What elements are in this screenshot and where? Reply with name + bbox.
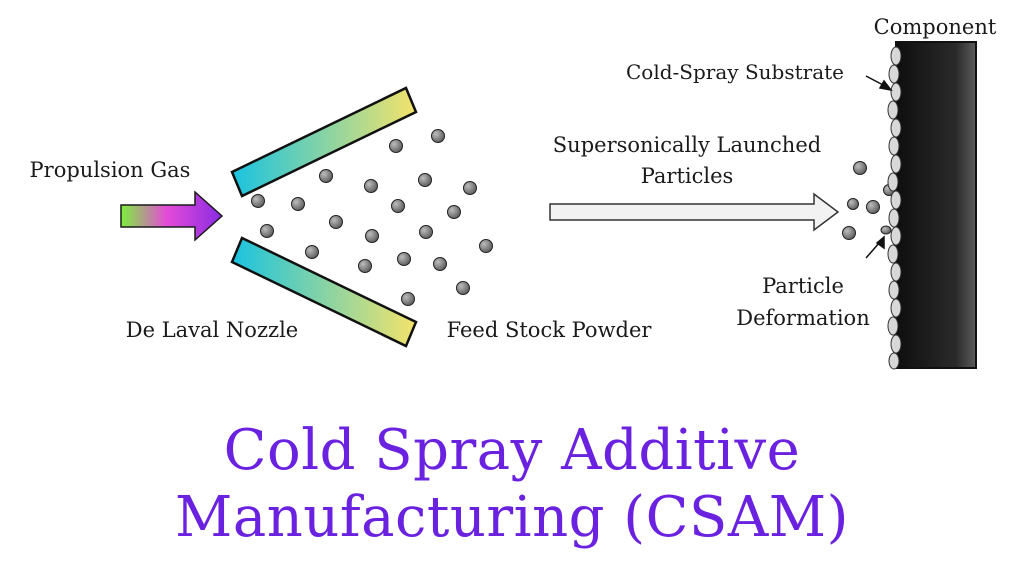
particle — [329, 215, 343, 229]
particle — [419, 225, 433, 239]
launched-label-line2: Particles — [641, 164, 734, 188]
nozzle-lower-wall — [230, 236, 418, 348]
launched-label-line1: Supersonically Launched — [553, 133, 821, 157]
deformed-particle — [880, 225, 892, 235]
feedstock-label: Feed Stock Powder — [447, 318, 653, 342]
particle — [463, 181, 477, 195]
particle — [866, 200, 880, 214]
particle — [447, 205, 461, 219]
propulsion-gas-arrow — [120, 190, 224, 242]
launch-arrow — [549, 192, 840, 232]
substrate-leader — [865, 75, 893, 92]
particle — [401, 292, 415, 306]
particle — [853, 161, 867, 175]
particle — [456, 281, 470, 295]
particle — [260, 224, 274, 238]
particle — [431, 129, 445, 143]
particle — [364, 179, 378, 193]
particle — [418, 173, 432, 187]
deformation-leader — [865, 235, 885, 259]
launched-particles — [842, 161, 895, 240]
propulsion-gas-label: Propulsion Gas — [30, 158, 191, 182]
particle — [291, 197, 305, 211]
particle — [397, 252, 411, 266]
deformation-label-line1: Particle — [762, 274, 844, 298]
substrate-label: Cold-Spray Substrate — [626, 60, 844, 84]
cold-spray-substrate — [887, 46, 902, 370]
particle — [842, 226, 856, 240]
title-line-2: Manufacturing (CSAM) — [175, 485, 849, 550]
particle — [358, 259, 372, 273]
particle — [479, 239, 493, 253]
particle — [389, 139, 403, 153]
particle — [251, 194, 265, 208]
title-line-1: Cold Spray Additive — [223, 418, 801, 483]
nozzle-upper-wall — [230, 86, 418, 198]
deformation-label-line2: Deformation — [736, 306, 869, 330]
particle — [433, 257, 447, 271]
component-block — [895, 41, 977, 369]
particle — [319, 169, 333, 183]
particle — [365, 229, 379, 243]
particle — [305, 245, 319, 259]
feedstock-particles — [251, 129, 493, 306]
particle — [847, 198, 859, 210]
particle — [391, 199, 405, 213]
component-label: Component — [874, 15, 997, 39]
nozzle-label: De Laval Nozzle — [126, 318, 298, 342]
